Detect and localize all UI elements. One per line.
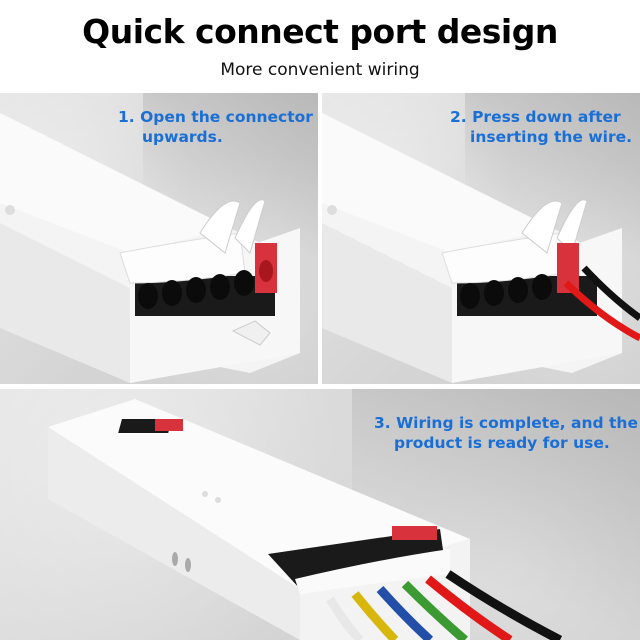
step-1-caption: 1. Open the connector upwards.: [118, 107, 318, 147]
step-1-line-1: 1. Open the connector: [118, 108, 313, 126]
step-2-caption: 2. Press down after inserting the wire.: [450, 107, 640, 147]
device-insert-wire-image: [322, 113, 640, 383]
step-2-panel: 2. Press down after inserting the wire.: [322, 93, 640, 384]
step-2-line-1: 2. Press down after: [450, 108, 621, 126]
step-3-caption: 3. Wiring is complete, and the product i…: [374, 413, 640, 453]
step-3-panel: 3. Wiring is complete, and the product i…: [0, 389, 640, 640]
page-subtitle: More convenient wiring: [220, 60, 420, 80]
device-wired-image: [48, 399, 563, 640]
step-3-line-2: product is ready for use.: [394, 434, 610, 452]
step-3-line-1: 3. Wiring is complete, and the: [374, 414, 638, 432]
step-1-line-2: upwards.: [142, 128, 223, 146]
page-title: Quick connect port design: [82, 12, 558, 51]
device-open-connector-image: [0, 113, 300, 383]
step-1-panel: 1. Open the connector upwards.: [0, 93, 318, 384]
step-2-line-2: inserting the wire.: [470, 128, 633, 146]
